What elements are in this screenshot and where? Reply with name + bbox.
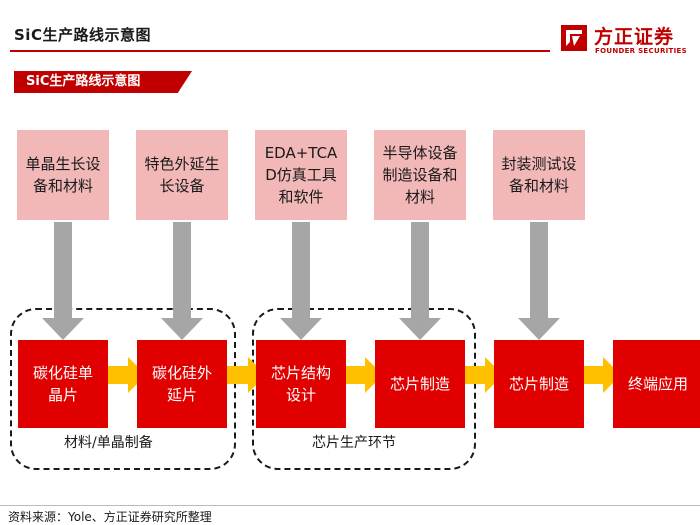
down-arrow-1 [42, 222, 84, 340]
material-group-outline [10, 308, 236, 470]
input-box-semiconductor-equipment: 半导体设备制造设备和材料 [374, 130, 466, 220]
chip-group-outline [252, 308, 476, 470]
right-arrow-1 [106, 357, 146, 393]
input-box-eda-tcad-tools: EDA+TCAD仿真工具和软件 [255, 130, 347, 220]
footer-divider [0, 505, 700, 506]
stage-box-chip-design: 芯片结构设计 [256, 340, 346, 428]
company-logo: 方正证券 FOUNDER SECURITIES [560, 22, 690, 62]
material-group-label: 材料/单晶制备 [64, 435, 153, 451]
down-arrow-5 [518, 222, 560, 340]
down-arrow-4 [399, 222, 441, 340]
down-arrow-2 [161, 222, 203, 340]
founder-logo-icon [561, 25, 587, 51]
page-title: SiC生产路线示意图 [14, 26, 151, 44]
stage-box-chip-manufacturing-2: 芯片制造 [494, 340, 584, 428]
down-arrow-3 [280, 222, 322, 340]
right-arrow-4 [461, 357, 503, 393]
header-divider [10, 50, 550, 52]
stage-box-sic-epi-wafer: 碳化硅外延片 [137, 340, 227, 428]
logo-name-cn: 方正证券 [594, 26, 675, 48]
section-tag: SiC生产路线示意图 [14, 71, 192, 93]
input-box-epitaxy-equipment: 特色外延生长设备 [136, 130, 228, 220]
stage-box-sic-substrate: 碳化硅单晶片 [18, 340, 108, 428]
input-box-packaging-testing: 封装测试设备和材料 [493, 130, 585, 220]
source-note: 资料来源：Yole、方正证券研究所整理 [8, 510, 212, 524]
right-arrow-5 [580, 357, 621, 393]
chip-group-label: 芯片生产环节 [312, 435, 396, 451]
right-arrow-2 [224, 357, 266, 393]
stage-box-chip-manufacturing: 芯片制造 [375, 340, 465, 428]
input-box-crystal-growth-equipment: 单晶生长设备和材料 [17, 130, 109, 220]
right-arrow-3 [343, 357, 383, 393]
stage-box-end-application: 终端应用 [613, 340, 700, 428]
logo-name-en: FOUNDER SECURITIES [595, 47, 687, 55]
